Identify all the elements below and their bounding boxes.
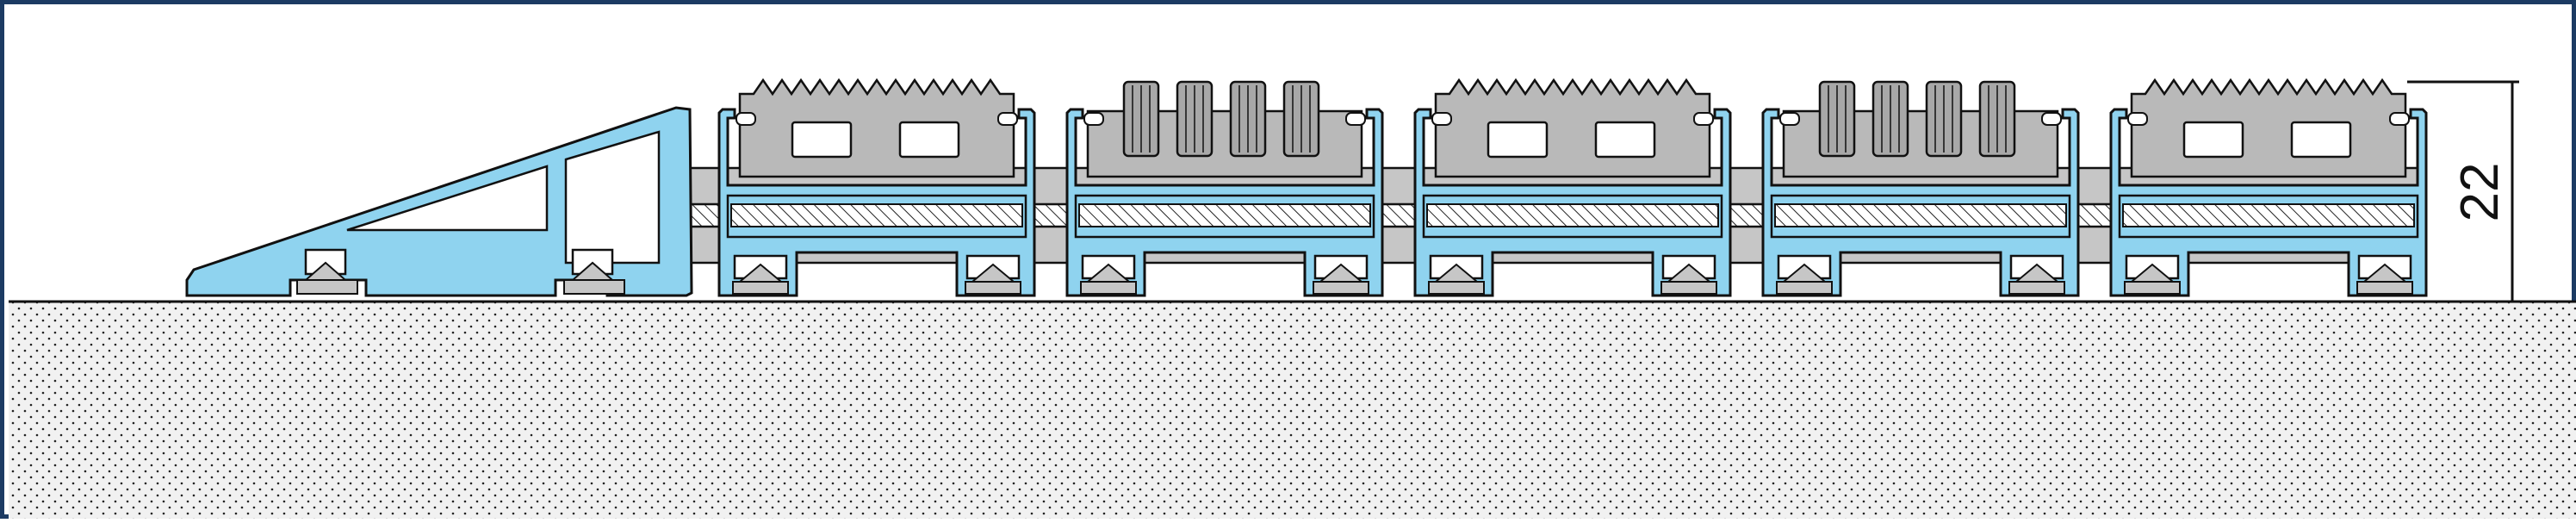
- mat-modules: [717, 78, 2428, 297]
- rubber-insert: [2130, 78, 2407, 178]
- aluminium-carrier-profile: [717, 108, 1036, 297]
- ramp-end-profile: [185, 106, 693, 297]
- mat-profile-cross-section: 22: [9, 78, 2576, 519]
- brush-insert: [1782, 80, 2059, 178]
- aluminium-carrier-profile: [1065, 108, 1384, 297]
- foot-support-right: [2008, 254, 2065, 295]
- mat-module-3: [1413, 78, 1732, 297]
- foot-support-left: [1080, 254, 1137, 295]
- foot-support-left: [1776, 254, 1833, 295]
- aluminium-carrier-profile: [2109, 108, 2428, 297]
- mat-module-4: [1761, 80, 2080, 297]
- foot-support-left: [732, 254, 789, 295]
- mat-module-1: [717, 78, 1036, 297]
- aluminium-carrier-profile: [1413, 108, 1732, 297]
- foot-support-right: [1660, 254, 1717, 295]
- rubber-insert: [1434, 78, 1711, 178]
- floor-substrate: [9, 300, 2576, 519]
- dimension-label: 22: [2450, 163, 2510, 222]
- rubber-insert: [738, 78, 1015, 178]
- foot-support-left: [2124, 254, 2181, 295]
- height-dimension: 22: [2407, 80, 2519, 302]
- foot-support-right: [1313, 254, 1369, 295]
- foot-support-right: [2356, 254, 2413, 295]
- aluminium-carrier-profile: [1761, 108, 2080, 297]
- mat-module-2: [1065, 80, 1384, 297]
- foot-support-right: [965, 254, 1021, 295]
- mat-module-5: [2109, 78, 2428, 297]
- brush-insert: [1086, 80, 1363, 178]
- foot-support-left: [1428, 254, 1485, 295]
